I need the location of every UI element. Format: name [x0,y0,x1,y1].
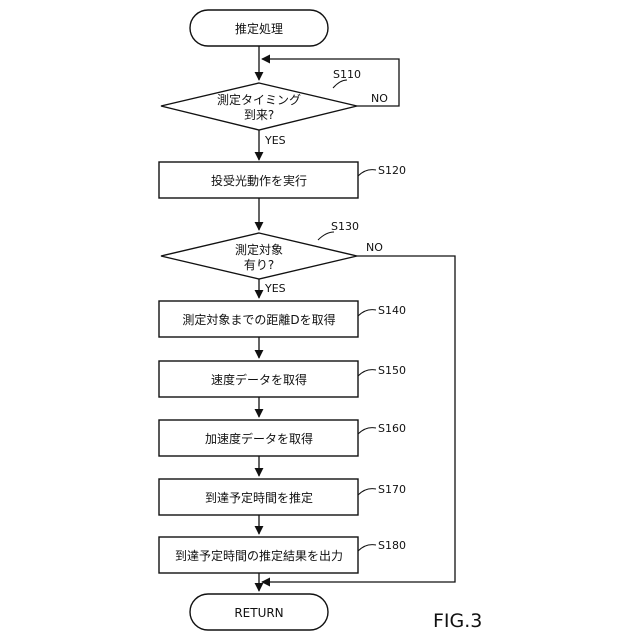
leader-s120 [358,170,376,176]
figure-label: FIG.3 [433,610,482,632]
decision-s130-line1: 測定対象 [235,242,283,257]
leader-s140 [358,310,376,316]
step-s160: S160 [378,422,406,435]
label-s130-no: NO [366,241,383,254]
leader-s130 [318,232,334,240]
process-s120-label: 投受光動作を実行 [211,173,307,188]
decision-s110-line1: 測定タイミング [217,92,301,107]
step-s140: S140 [378,304,406,317]
decision-s110-line2: 到来? [244,108,274,122]
process-s180: 到達予定時間の推定結果を出力 [159,537,358,573]
step-s170: S170 [378,483,406,496]
start-terminal: 推定処理 [190,10,328,46]
leader-s180 [358,545,376,551]
decision-s130: 測定対象 有り? [161,233,357,279]
start-label: 推定処理 [235,21,283,36]
process-s150: 速度データを取得 [159,361,358,397]
label-s110-no: NO [371,92,388,105]
step-s180: S180 [378,539,406,552]
step-s130: S130 [331,220,359,233]
process-s150-label: 速度データを取得 [211,372,307,387]
end-label: RETURN [234,606,283,620]
leader-s170 [358,489,376,495]
step-s120: S120 [378,164,406,177]
process-s140-label: 測定対象までの距離Dを取得 [182,312,335,327]
leader-s160 [358,428,376,434]
label-s110-yes: YES [264,134,286,147]
label-s130-yes: YES [264,282,286,295]
step-s150: S150 [378,364,406,377]
process-s120: 投受光動作を実行 [159,162,358,198]
decision-s110: 測定タイミング 到来? [161,83,357,130]
leader-s110 [333,80,347,88]
process-s160-label: 加速度データを取得 [205,431,313,446]
end-terminal: RETURN [190,594,328,630]
process-s170-label: 到達予定時間を推定 [205,490,313,505]
process-s170: 到達予定時間を推定 [159,479,358,515]
process-s140: 測定対象までの距離Dを取得 [159,301,358,337]
leader-s150 [358,370,376,376]
process-s160: 加速度データを取得 [159,420,358,456]
process-s180-label: 到達予定時間の推定結果を出力 [175,548,343,563]
step-s110: S110 [333,68,361,81]
decision-s130-line2: 有り? [244,258,274,272]
